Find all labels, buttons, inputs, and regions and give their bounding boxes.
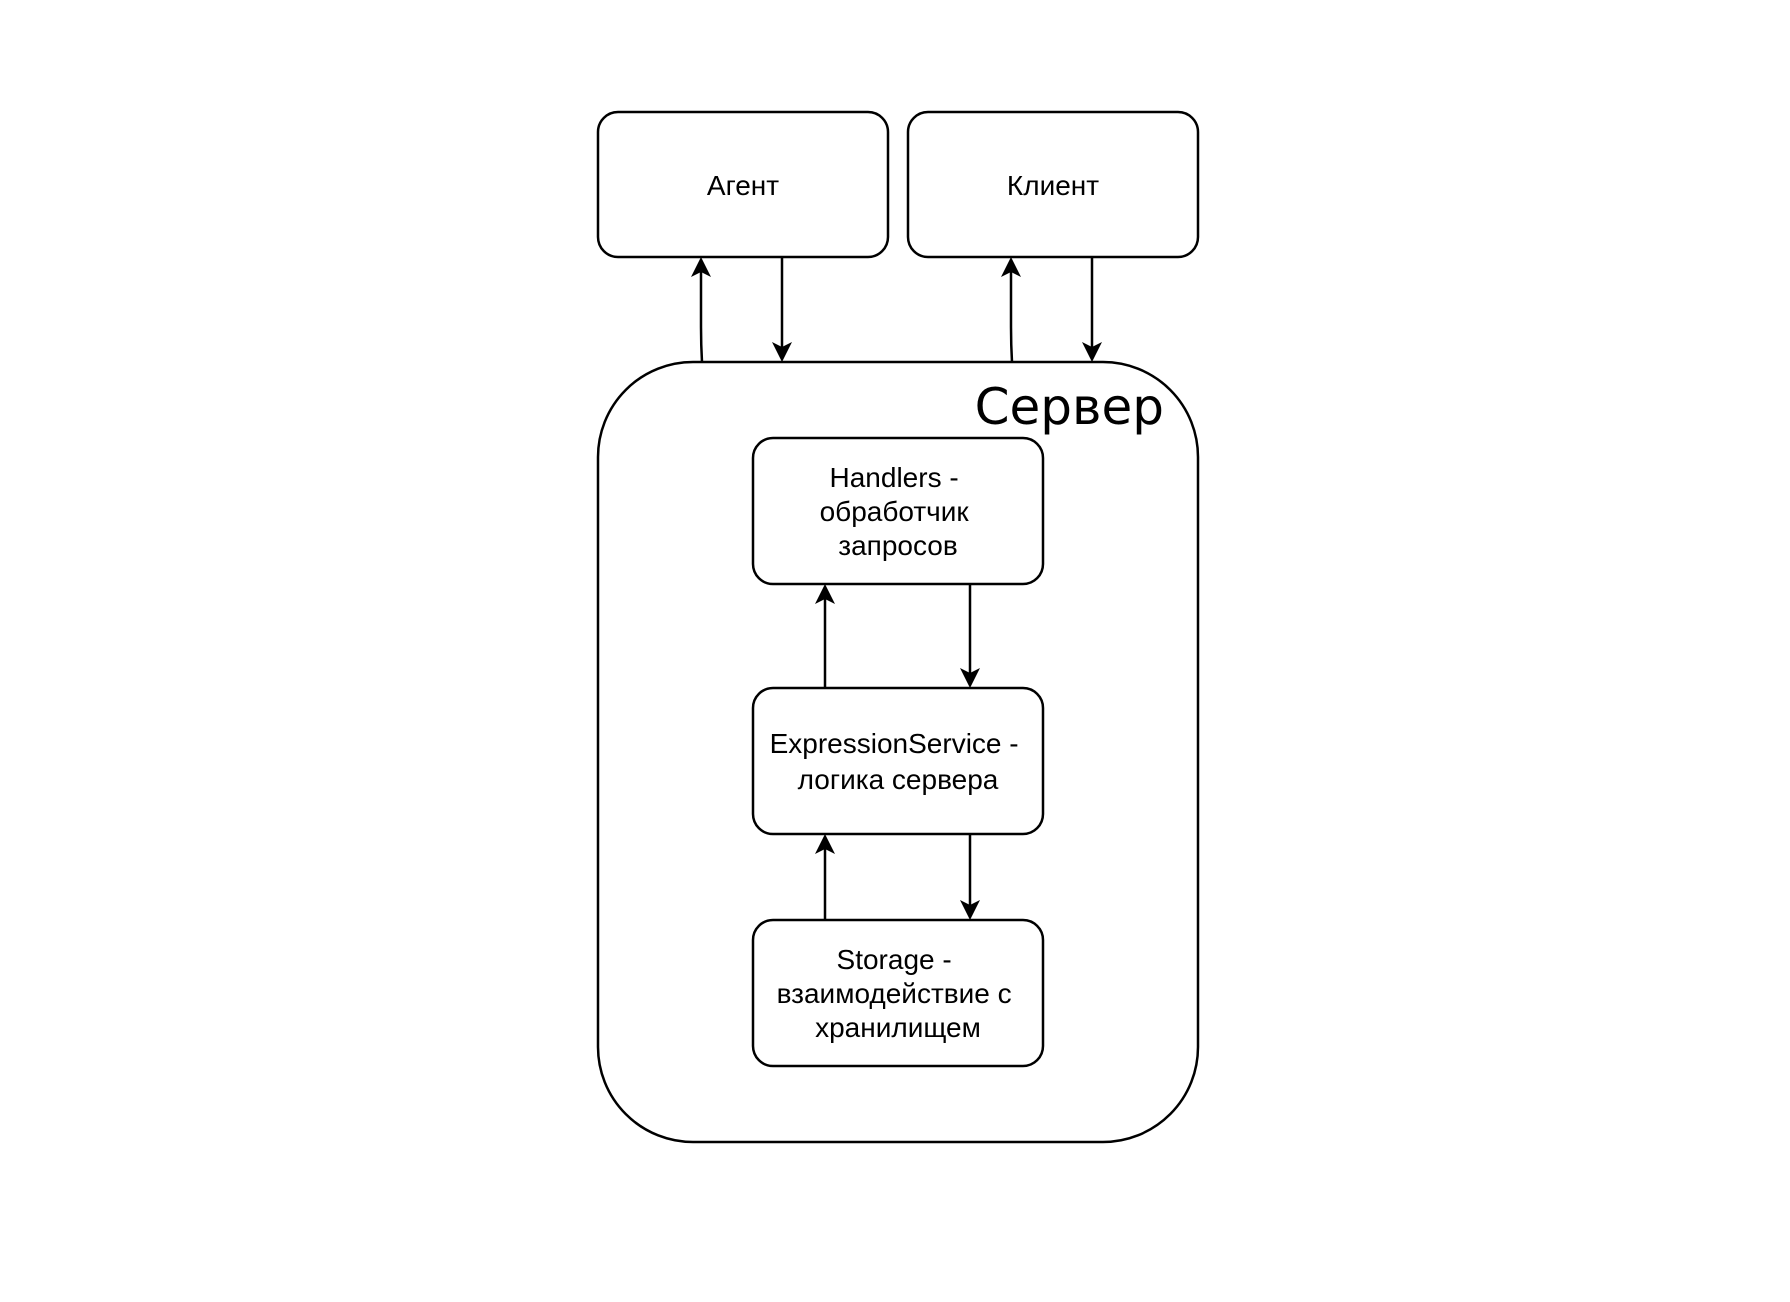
arrowhead-up-icon [691,257,711,277]
node-storage-label: Storage - взаимодействие с хранилищем [777,944,1020,1043]
node-agent-box [596,110,890,259]
edge-client-to-server [1082,257,1102,362]
node-client: Клиент [906,110,1200,259]
edge-server-to-client-line [1009,272,1014,363]
node-handlers-label-line: Handlers - [830,462,959,493]
node-expression-service-label-line: ExpressionService - [770,728,1019,759]
edge-agent-to-server [772,257,792,362]
node-storage-label-line: хранилищем [815,1012,981,1043]
edge-server-to-agent [691,257,711,363]
node-storage-label-line: взаимодействие с [777,978,1012,1009]
node-storage: Storage - взаимодействие с хранилищем [751,918,1045,1068]
arrowhead-up-icon [1001,257,1021,277]
node-storage-box [751,918,1045,1068]
node-expression-service-box [751,686,1045,836]
arrowhead-down-icon [960,668,980,688]
arrowhead-down-icon [960,900,980,920]
edge-storage-to-service [815,834,835,920]
edge-handlers-to-service [960,584,980,688]
node-storage-label-line: Storage - [837,944,952,975]
arrowhead-down-icon [772,342,792,362]
arrowhead-down-icon [1082,342,1102,362]
node-handlers-box [751,436,1045,586]
node-agent-label: Агент [707,170,779,201]
node-client-label: Клиент [1007,170,1099,201]
node-client-label-line: Клиент [1007,170,1099,201]
server-container-label: Сервер [975,378,1164,436]
node-handlers-label: Handlers - обработчик запросов [820,462,977,561]
node-handlers: Handlers - обработчик запросов [751,436,1045,586]
node-agent-label-line: Агент [707,170,779,201]
node-expression-service: ExpressionService - логика сервера [751,686,1045,836]
edge-server-to-agent-line [699,272,704,363]
edge-service-to-storage [960,834,980,920]
edge-service-to-handlers [815,584,835,688]
arrowhead-up-icon [815,584,835,604]
edge-server-to-client [1001,257,1021,363]
arrowhead-up-icon [815,834,835,854]
node-expression-service-label-line: логика сервера [798,764,999,795]
node-handlers-label-line: запросов [838,530,957,561]
node-handlers-label-line: обработчик [820,496,970,527]
node-agent: Агент [596,110,890,259]
node-expression-service-label: ExpressionService - логика сервера [770,728,1027,795]
node-client-box [906,110,1200,259]
